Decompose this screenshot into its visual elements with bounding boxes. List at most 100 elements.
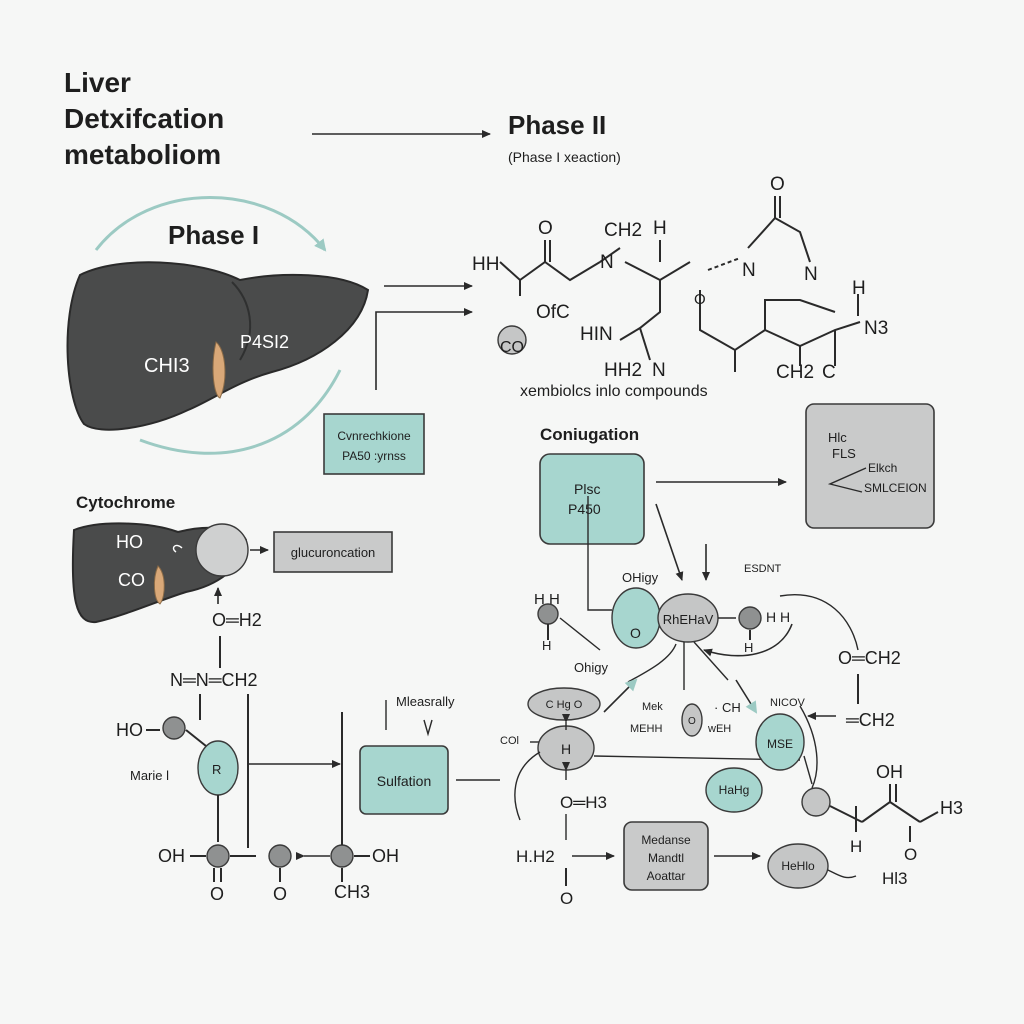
mol-atom-ch2-top: CH2 xyxy=(604,220,642,241)
net-c-hg-o: C Hg O xyxy=(546,699,583,711)
glucuronidation-box: glucuroncation xyxy=(273,531,393,573)
mol-atom-co: CO xyxy=(500,339,524,356)
net-esdnt: ESDNT xyxy=(744,563,782,575)
mol-atom-hin: HIN xyxy=(580,324,613,345)
right-box-line3: Elkch xyxy=(868,461,897,475)
enzyme-box: Cvnrechkione PA50 :yrnss xyxy=(323,413,425,475)
phase2-subtitle: (Phase I xeaction) xyxy=(508,149,621,165)
mol-atom-n4: N xyxy=(652,360,666,381)
title-line-1: Liver xyxy=(64,67,131,98)
cytochrome-heading: Cytochrome xyxy=(76,493,175,512)
net-o-bottom: O xyxy=(904,845,917,864)
net-ch2-right: ═CH2 xyxy=(845,710,895,730)
chain-oh-bottom: OH xyxy=(158,846,185,866)
chain-ch3: CH3 xyxy=(334,882,370,902)
mol-atom-n2: N xyxy=(742,260,756,281)
top-molecule-caption: xembiolcs inlo compounds xyxy=(520,383,708,400)
right-box-line4: SMLCEION xyxy=(864,481,927,495)
net-oh-far: OH xyxy=(876,762,903,782)
net-h-node: H xyxy=(561,741,571,757)
conjugation-box-line1: Plsc xyxy=(574,481,600,497)
mol-atom-hh2: HH2 xyxy=(604,360,642,381)
title-line-2: Detxifcation xyxy=(64,103,224,134)
net-ohigy-2: Ohigy xyxy=(574,660,608,675)
liver-small: HO CO xyxy=(71,522,249,624)
chain-oh-right: OH xyxy=(372,846,399,866)
glucuronidation-label: glucuroncation xyxy=(291,545,376,560)
sulfation-label-above: Mleasrally xyxy=(396,694,455,709)
title-block: Liver Detxifcation metaboliom xyxy=(64,67,224,170)
right-box-line1: Hlc xyxy=(828,430,847,445)
net-nicov: NICOV xyxy=(770,697,806,709)
net-h3: H3 xyxy=(940,798,963,818)
mol-atom-c: C xyxy=(822,362,836,383)
mol-atom-n3-right: N3 xyxy=(864,318,888,339)
net-o-tiny: O xyxy=(688,716,696,727)
net-o-ch2: O═CH2 xyxy=(838,648,901,668)
mol-atom-n3: N xyxy=(804,264,818,285)
net-hehlo: HeHlo xyxy=(781,859,815,873)
mol-atom-o1: O xyxy=(538,218,553,239)
right-box-line2: FLS xyxy=(832,446,856,461)
net-mse: MSE xyxy=(767,737,793,751)
chain-ho: HO xyxy=(116,720,143,740)
mol-atom-ofc: OfC xyxy=(536,302,570,323)
net-haHg: HaHg xyxy=(719,783,750,797)
net-hh-left: H H xyxy=(534,591,560,608)
net-methe: MEHH xyxy=(630,723,662,735)
mol-atom-h-right: H xyxy=(852,278,866,299)
chain-node-r: R xyxy=(212,762,221,777)
net-o-h3: O═H3 xyxy=(560,793,607,812)
conjugation-box: Plsc P450 xyxy=(539,453,645,545)
net-h-left: H xyxy=(542,638,551,653)
net-r-node: RhEHaV xyxy=(663,612,714,627)
net-hl3: Hl3 xyxy=(882,869,908,888)
net-hh2: H.H2 xyxy=(516,847,555,866)
net-weh: wEH xyxy=(707,723,731,735)
mol-atom-n1: N xyxy=(600,252,614,273)
sulfation-box: Sulfation xyxy=(359,745,449,815)
title-line-3: metaboliom xyxy=(64,139,221,170)
medase-line1: Medanse xyxy=(641,833,691,847)
mol-atom-o2: O xyxy=(694,291,706,308)
liver-main: CHI3 P4SI2 xyxy=(66,261,370,431)
net-ohigy-1: OHigy xyxy=(622,570,659,585)
phase1-arc-top xyxy=(94,196,327,252)
mol-atom-h-top: H xyxy=(653,218,667,239)
right-box: Hlc FLS Elkch SMLCEION xyxy=(805,403,935,529)
net-col: COl xyxy=(500,735,519,747)
liver-main-label-right: P4SI2 xyxy=(240,332,289,352)
phase1-arc-bottom xyxy=(139,369,342,455)
center-network: OHigy ESDNT H H H O RhEHaV H H H O═CH2 O… xyxy=(500,496,963,908)
sulfation-label: Sulfation xyxy=(377,773,431,789)
conjugation-box-line2: P450 xyxy=(568,501,601,517)
chain-oh2: O═H2 xyxy=(212,610,262,630)
mol-atom-o-ring: O xyxy=(770,174,785,195)
enzyme-box-line2: PA50 :yrnss xyxy=(342,449,406,463)
chain-o-bottom-2: O xyxy=(273,884,287,904)
mol-atom-hh: HH xyxy=(472,254,499,275)
medase-line3: Aoattar xyxy=(647,869,686,883)
net-o-node: O xyxy=(630,625,641,641)
enzyme-to-molecule-arrow xyxy=(375,308,473,390)
top-molecule: HH O CH2 H O N N N O OfC H HIN N3 HH2 N … xyxy=(472,174,888,400)
chain-nn-ch2: N═N═CH2 xyxy=(170,670,258,690)
liver-main-label-left: CHI3 xyxy=(144,355,190,377)
small-liver-label-ho: HO xyxy=(116,532,143,552)
small-liver-label-co: CO xyxy=(118,570,145,590)
phase2-heading: Phase II xyxy=(508,110,606,140)
net-h-right: H xyxy=(744,640,753,655)
net-mek: Mek xyxy=(642,701,663,713)
net-ch-dash: · CH xyxy=(714,700,741,715)
mol-atom-ch2-bottom: CH2 xyxy=(776,362,814,383)
chain-o-bottom-1: O xyxy=(210,884,224,904)
medase-line2: Mandtl xyxy=(648,851,684,865)
enzyme-box-line1: Cvnrechkione xyxy=(337,429,411,443)
phase1-heading: Phase I xyxy=(168,220,259,250)
net-hh-right: H H xyxy=(766,609,790,625)
net-h-bottom: H xyxy=(850,837,862,856)
conjugation-heading: Coniugation xyxy=(540,425,639,444)
net-o-hh2: O xyxy=(560,889,573,908)
chain-marke-label: Marie l xyxy=(130,768,169,783)
